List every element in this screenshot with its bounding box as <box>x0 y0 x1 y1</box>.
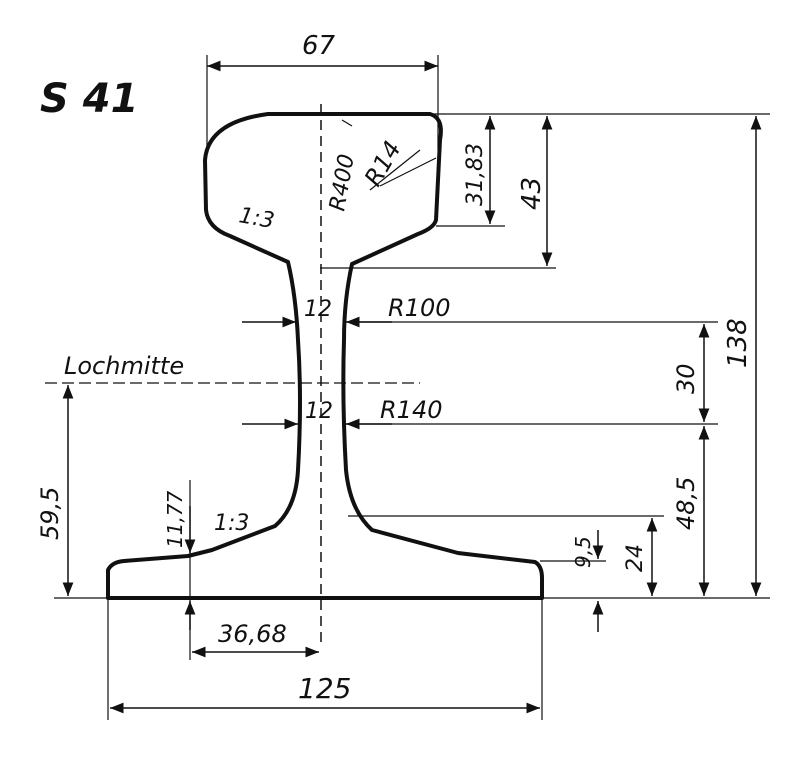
dim-head-slope: 1:3 <box>237 203 276 234</box>
dim-web-lower-radius: R140 <box>380 396 442 424</box>
dim-foot-height: 24 <box>623 544 648 572</box>
dim-hole-center-height: 59,5 <box>36 487 64 540</box>
dim-total-height: 138 <box>723 318 753 368</box>
leader-line <box>341 119 353 127</box>
dim-web-span: 30 <box>672 363 700 394</box>
leader-line <box>369 149 421 191</box>
hole-center-label: Lochmitte <box>64 352 184 380</box>
dim-foot-width: 125 <box>298 672 351 705</box>
dim-head-width: 67 <box>302 31 336 61</box>
dim-head-height: 43 <box>517 177 547 210</box>
dim-head-corner-radius: R14 <box>359 136 407 191</box>
dim-web-upper-radius: R100 <box>388 294 450 322</box>
dim-foot-height-small: 9,5 <box>571 536 595 568</box>
dim-head-height-inner: 31,83 <box>463 143 488 206</box>
drawing-title: S 41 <box>40 76 138 122</box>
dim-head-top-radius: R400 <box>325 152 360 213</box>
dim-web-lower-thickness: 12 <box>305 399 333 424</box>
leader-line <box>379 157 437 187</box>
dim-foot-slope: 1:3 <box>214 511 249 536</box>
dim-web-upper-thickness: 12 <box>304 297 332 322</box>
dim-foot-half-offset: 36,68 <box>218 620 287 648</box>
dim-lower-height: 48,5 <box>672 477 700 530</box>
dim-foot-edge-height: 11,77 <box>163 490 187 548</box>
